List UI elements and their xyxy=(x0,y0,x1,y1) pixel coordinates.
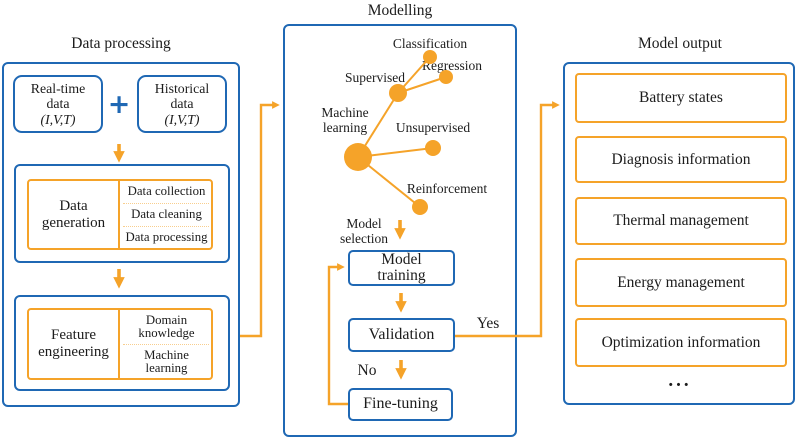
feature-engineering-item: Machine learning xyxy=(144,347,189,375)
validation-box: Validation xyxy=(348,318,455,352)
model-selection-label: Model selection xyxy=(340,216,388,246)
no-label: No xyxy=(357,362,377,379)
realtime-data-box: Real-time data (I,V,T) xyxy=(13,75,103,133)
classification-label: Classification xyxy=(392,36,468,51)
section-title-modelling: Modelling xyxy=(367,2,433,19)
plus-icon: + xyxy=(107,88,131,120)
output-item-optimization-information: Optimization information xyxy=(575,318,787,367)
output-item-diagnosis-information: Diagnosis information xyxy=(575,136,787,183)
dashed-separator xyxy=(123,203,209,204)
data-generation-label: Data generation xyxy=(41,197,106,231)
machine-learning-label: Machine learning xyxy=(321,105,369,135)
feature-engineering-outer-box xyxy=(14,295,230,391)
feature-engineering-inner-box xyxy=(27,308,213,380)
historical-line1: Historical xyxy=(154,80,210,96)
reinforcement-label: Reinforcement xyxy=(406,181,488,196)
historical-data-box: Historical data (I,V,T) xyxy=(137,75,227,133)
dashed-separator xyxy=(123,344,209,345)
data-generation-item: Data cleaning xyxy=(131,207,202,222)
dashed-separator xyxy=(123,226,209,227)
data-generation-item: Data processing xyxy=(125,230,208,245)
realtime-line2: data xyxy=(46,96,70,112)
modelling-panel xyxy=(283,24,517,437)
data-generation-divider xyxy=(118,180,120,249)
regression-label: Regression xyxy=(422,58,482,73)
yes-label: Yes xyxy=(476,315,500,332)
data-processing-panel xyxy=(2,62,240,407)
realtime-line1: Real-time xyxy=(30,80,86,96)
data-generation-outer-box xyxy=(14,164,230,263)
more-items-ellipsis: ... xyxy=(668,370,692,391)
section-title-data-processing: Data processing xyxy=(71,35,171,52)
historical-vars: (I,V,T) xyxy=(164,111,200,127)
output-item-energy-management: Energy management xyxy=(575,258,787,307)
model-output-panel xyxy=(563,62,795,405)
section-title-model-output: Model output xyxy=(638,35,722,52)
supervised-label: Supervised xyxy=(345,70,405,85)
feature-engineering-label: Feature engineering xyxy=(38,327,109,360)
unsupervised-label: Unsupervised xyxy=(395,120,471,135)
feature-engineering-item: Domain knowledge xyxy=(138,312,195,340)
realtime-vars: (I,V,T) xyxy=(40,111,76,127)
data-generation-item: Data collection xyxy=(127,183,206,198)
output-item-thermal-management: Thermal management xyxy=(575,197,787,245)
historical-line2: data xyxy=(170,96,194,112)
connector-dataprocessing-to-modelling xyxy=(240,101,280,338)
output-item-battery-states: Battery states xyxy=(575,73,787,123)
model-training-box: Model training xyxy=(348,250,455,286)
data-generation-inner-box xyxy=(27,179,213,250)
fine-tuning-box: Fine-tuning xyxy=(348,388,453,421)
feature-engineering-divider xyxy=(118,309,120,379)
